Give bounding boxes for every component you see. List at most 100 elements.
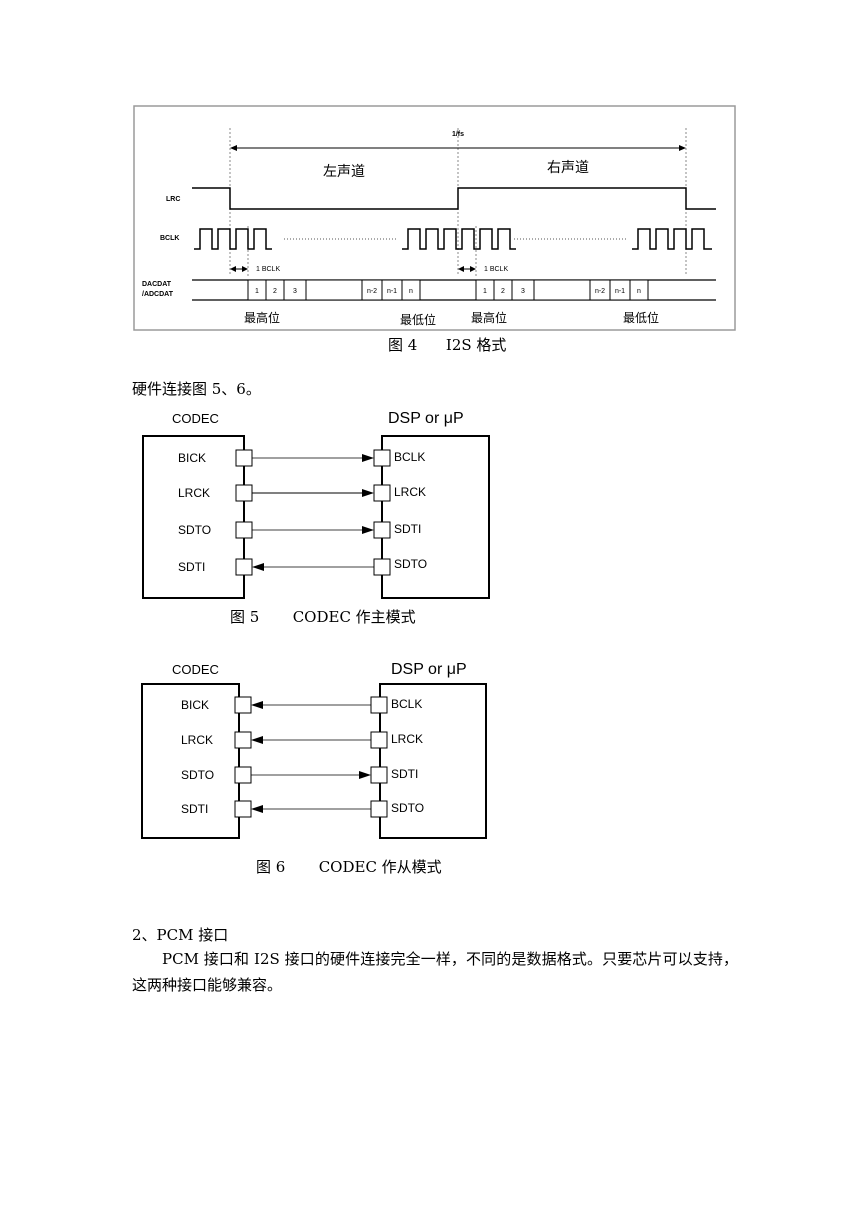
bclk-waveform-2 <box>402 228 516 250</box>
bit-label: 3 <box>293 288 297 295</box>
arrow-left-icon <box>251 805 263 813</box>
connection-row-3 <box>235 521 391 539</box>
arrow-right-icon <box>362 489 374 497</box>
bclk-delay-marker-1 <box>230 266 248 272</box>
dsp-box <box>379 683 487 839</box>
bit-labels-left: 1 2 3 n-2 n-1 n <box>255 288 413 295</box>
bclk-delay-label-1: 1 BCLK <box>256 266 280 273</box>
bit-label: n-2 <box>367 288 377 295</box>
dsp-pin-label: SDTO <box>391 801 424 815</box>
intro-text: 硬件连接图 5、6。 <box>132 380 261 398</box>
pin-square <box>235 484 253 502</box>
lrc-label: LRC <box>166 196 180 203</box>
figure-5-caption: 图 5 CODEC 作主模式 <box>230 608 416 626</box>
codec-pin-label: SDTI <box>181 802 208 816</box>
codec-pin-label: LRCK <box>178 486 210 500</box>
connection-row-1 <box>235 449 391 467</box>
pin-square <box>235 558 253 576</box>
bit-label: 2 <box>273 288 277 295</box>
pin-square <box>370 696 388 714</box>
msb-label-1: 最高位 <box>244 310 280 325</box>
codec-pin-labels: BICK LRCK SDTO SDTI <box>178 451 211 574</box>
pin-square <box>373 558 391 576</box>
connection-row-3 <box>234 766 388 784</box>
figure-4-caption: 图 4 I2S 格式 <box>388 336 507 354</box>
bclk-waveform-3 <box>632 228 712 250</box>
codec-title: CODEC <box>172 662 219 677</box>
codec-pin-label: SDTO <box>181 768 214 782</box>
bit-label: 3 <box>521 288 525 295</box>
pin-square <box>370 731 388 749</box>
bit-label: 2 <box>501 288 505 295</box>
lsb-label-2: 最低位 <box>623 310 659 325</box>
connection-row-4 <box>234 800 388 818</box>
codec-title: CODEC <box>172 411 219 426</box>
codec-master-diagram: CODEC DSP or μP BICK LRCK SDTO SDTI BCLK… <box>142 410 490 599</box>
pin-square <box>370 766 388 784</box>
bit-label: 1 <box>483 288 487 295</box>
bit-label: n <box>409 288 413 295</box>
codec-pin-label: BICK <box>181 698 209 712</box>
connection-row-2 <box>235 484 391 502</box>
section-paragraph: PCM 接口和 I2S 接口的硬件连接完全一样，不同的是数据格式。只要芯片可以支… <box>132 950 738 994</box>
bit-cells-right <box>475 279 649 301</box>
dsp-pin-label: SDTI <box>391 767 418 781</box>
pin-square <box>235 449 253 467</box>
arrow-right-icon <box>362 526 374 534</box>
arrow-left-icon <box>252 563 264 571</box>
arrow-right-icon <box>359 771 371 779</box>
figure-6-caption: 图 6 CODEC 作从模式 <box>256 858 442 876</box>
bit-labels-right: 1 2 3 n-2 n-1 n <box>483 288 641 295</box>
diagram-frame <box>133 105 736 331</box>
dsp-pin-label: SDTI <box>394 522 421 536</box>
data-line-label-1: DACDAT <box>142 281 172 288</box>
dsp-pin-label: LRCK <box>394 485 426 499</box>
i2s-timing-diagram: 1/fs 左声道 右声道 LRC BCLK 1 BCLK 1 BCLK DACD… <box>133 105 736 331</box>
pin-square <box>234 800 252 818</box>
arrow-left-icon <box>251 736 263 744</box>
bit-label: 1 <box>255 288 259 295</box>
dsp-title: DSP or μP <box>391 661 467 678</box>
pin-square <box>235 521 253 539</box>
codec-box <box>142 435 245 599</box>
bit-label: n-1 <box>615 288 625 295</box>
connection-row-4 <box>235 558 391 576</box>
codec-pin-label: BICK <box>178 451 206 465</box>
bit-label: n-2 <box>595 288 605 295</box>
lsb-label-1: 最低位 <box>400 312 436 327</box>
dsp-pin-labels: BCLK LRCK SDTI SDTO <box>394 450 427 571</box>
bclk-delay-label-2: 1 BCLK <box>484 266 508 273</box>
pin-square <box>234 766 252 784</box>
bit-cells-left <box>247 279 421 301</box>
lrc-waveform <box>192 187 716 210</box>
dsp-box <box>381 435 490 599</box>
codec-pin-labels: BICK LRCK SDTO SDTI <box>181 698 214 816</box>
codec-box <box>141 683 240 839</box>
connection-row-1 <box>234 696 388 714</box>
pin-square <box>373 449 391 467</box>
pin-square <box>234 731 252 749</box>
right-channel-label: 右声道 <box>547 160 589 176</box>
pin-square <box>373 521 391 539</box>
msb-label-2: 最高位 <box>471 310 507 325</box>
pin-square <box>234 696 252 714</box>
left-channel-label: 左声道 <box>323 164 365 180</box>
section-heading: 2、PCM 接口 <box>132 926 229 944</box>
dsp-pin-label: BCLK <box>394 450 425 464</box>
dsp-pin-label: BCLK <box>391 697 422 711</box>
connection-row-2 <box>234 731 388 749</box>
period-label: 1/fs <box>452 131 464 138</box>
data-line-label-2: /ADCDAT <box>142 291 174 298</box>
bit-label: n <box>637 288 641 295</box>
codec-pin-label: SDTI <box>178 560 205 574</box>
dsp-pin-label: SDTO <box>394 557 427 571</box>
pin-square <box>373 484 391 502</box>
codec-slave-diagram: CODEC DSP or μP BICK LRCK SDTO SDTI BCLK… <box>141 661 487 839</box>
bit-label: n-1 <box>387 288 397 295</box>
arrow-right-icon <box>362 454 374 462</box>
bclk-label: BCLK <box>160 235 179 242</box>
codec-pin-label: LRCK <box>181 733 213 747</box>
bclk-delay-marker-2 <box>458 266 476 272</box>
arrow-left-icon <box>251 701 263 709</box>
pin-square <box>370 800 388 818</box>
